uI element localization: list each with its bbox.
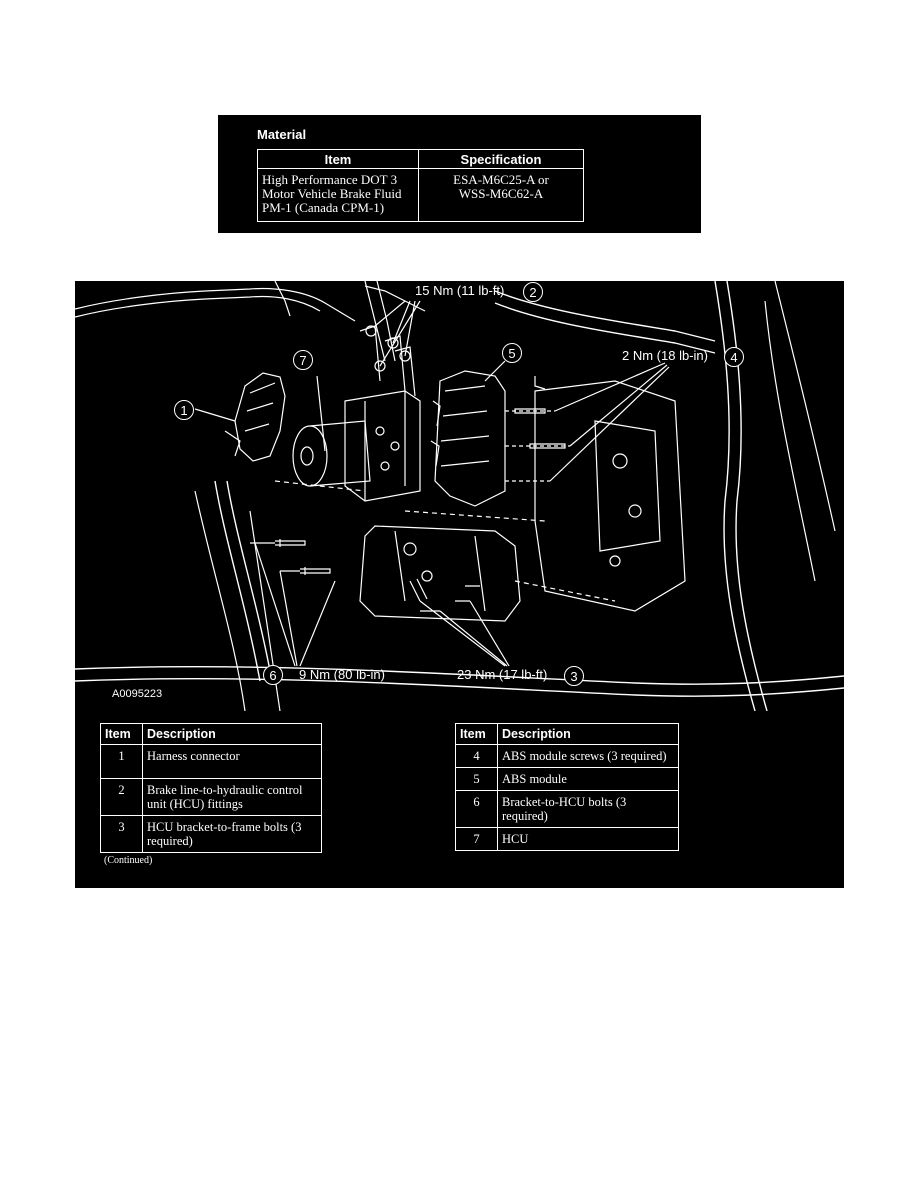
legend-right-header-description: Description [497,723,679,745]
material-item-line: High Performance DOT 3 [262,172,398,187]
callout-4-torque: 2 Nm (18 lb-in) [622,348,708,363]
legend-row: 3 HCU bracket-to-frame bolts (3 required… [100,815,322,853]
exploded-view-illustration [75,281,844,711]
legend-item-description: Harness connector [142,744,322,779]
legend-table-right: Item Description 4 ABS module screws (3 … [455,723,679,851]
material-spec-line: WSS-M6C62-A [458,186,544,201]
legend-item-number: 1 [100,744,143,779]
legend-row: 6 Bracket-to-HCU bolts (3 required) [455,790,679,828]
legend-row: 5 ABS module [455,767,679,791]
legend-row: 4 ABS module screws (3 required) [455,744,679,768]
callout-3: 3 [564,666,584,686]
callout-2: 2 [523,282,543,302]
callout-3-torque: 23 Nm (17 lb-ft) [457,667,548,682]
legend-item-number: 7 [455,827,498,851]
material-spec-line: ESA-M6C25-A or [453,172,549,187]
legend-right-header-item: Item [455,723,498,745]
callout-4: 4 [724,347,744,367]
legend-left-header-description: Description [142,723,322,745]
material-row: High Performance DOT 3 Motor Vehicle Bra… [257,168,584,222]
figure-id: A0095223 [112,688,163,700]
material-item-line: Motor Vehicle Brake Fluid [262,186,402,201]
callout-6: 6 [263,665,283,685]
abs-hcu-diagram: 1 15 Nm (11 lb-ft) 2 2 Nm (18 lb-in) 4 5… [75,281,844,888]
legend-item-number: 4 [455,744,498,768]
legend-item-description: ABS module screws (3 required) [497,744,679,768]
legend-left-header-item: Item [100,723,143,745]
material-header-item: Item [257,149,419,169]
legend-item-description: HCU bracket-to-frame bolts (3 required) [142,815,322,853]
continued-note: (Continued) [104,855,153,866]
legend-item-description: Bracket-to-HCU bolts (3 required) [497,790,679,828]
legend-row: 2 Brake line-to-hydraulic control unit (… [100,778,322,816]
material-table: Item Specification High Performance DOT … [257,149,584,222]
callout-6-torque: 9 Nm (80 lb-in) [299,667,385,682]
legend-item-number: 6 [455,790,498,828]
legend-item-description: ABS module [497,767,679,791]
legend-item-number: 3 [100,815,143,853]
legend-row: 7 HCU [455,827,679,851]
material-panel: Material Item Specification High Perform… [218,115,701,233]
material-item-line: PM-1 (Canada CPM-1) [262,200,385,215]
legend-item-description: HCU [497,827,679,851]
legend-item-description: Brake line-to-hydraulic control unit (HC… [142,778,322,816]
legend-item-number: 5 [455,767,498,791]
material-item-cell: High Performance DOT 3 Motor Vehicle Bra… [257,168,419,222]
callout-2-torque: 15 Nm (11 lb-ft) [415,283,505,298]
material-spec-cell: ESA-M6C25-A or WSS-M6C62-A [418,168,584,222]
legend-row: 1 Harness connector [100,744,322,779]
callout-7: 7 [293,350,313,370]
material-title: Material [257,127,307,142]
legend-item-number: 2 [100,778,143,816]
legend-table-left: Item Description 1 Harness connector 2 B… [100,723,322,853]
callout-5: 5 [502,343,522,363]
callout-1: 1 [174,400,194,420]
material-header-specification: Specification [418,149,584,169]
